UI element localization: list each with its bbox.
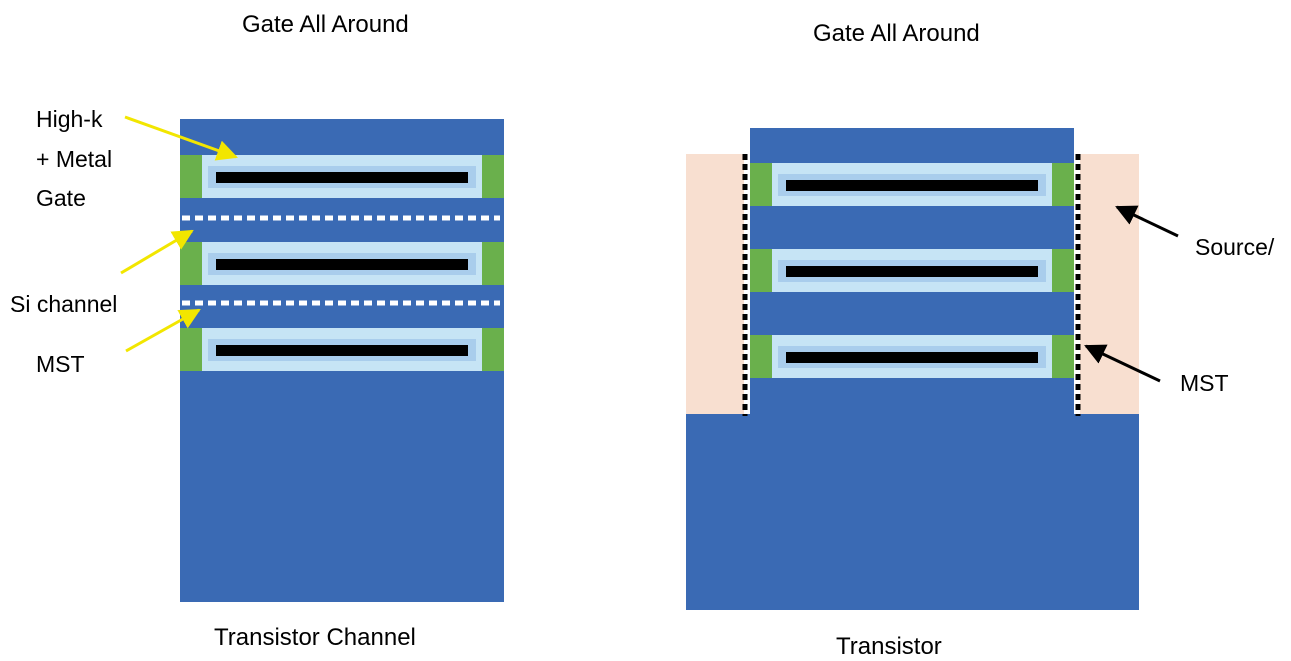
right-spacer-left <box>750 335 772 378</box>
mst-label-left: MST <box>36 351 85 377</box>
right-gate-metal <box>786 266 1038 277</box>
right-spacer-right <box>1052 249 1074 292</box>
mst-label-right: MST <box>1180 370 1229 396</box>
right-spacer-right <box>1052 335 1074 378</box>
source-arrow <box>1115 205 1179 238</box>
left-transistor-channel <box>120 115 504 602</box>
right-gate-metal <box>786 352 1038 363</box>
left-gate-stack <box>180 155 504 198</box>
right-title: Gate All Around <box>813 20 980 47</box>
high-k-label-line2: + Metal <box>36 146 113 172</box>
left-spacer-right <box>482 328 504 371</box>
left-gate-stack <box>180 328 504 371</box>
si-channel-label: Si channel <box>10 291 118 317</box>
left-gate-metal <box>216 259 468 270</box>
right-transistor <box>686 128 1179 610</box>
source-drain-left <box>686 154 744 416</box>
high-k-arrow <box>124 115 238 161</box>
high-k-label-line3: Gate <box>36 185 86 211</box>
right-substrate <box>686 414 1139 610</box>
right-spacer-left <box>750 249 772 292</box>
left-gate-stack <box>180 242 504 285</box>
left-spacer-left <box>180 242 202 285</box>
source-label: Source/ <box>1195 234 1275 260</box>
high-k-label-line1: High-k <box>36 106 103 132</box>
left-gate-metal <box>216 345 468 356</box>
left-spacer-right <box>482 242 504 285</box>
right-gate-stack <box>750 163 1074 206</box>
right-gate-metal <box>786 180 1038 191</box>
left-title: Gate All Around <box>242 11 409 38</box>
mst-arrow-right <box>1084 344 1161 383</box>
left-spacer-right <box>482 155 504 198</box>
right-caption: Transistor <box>836 633 942 660</box>
right-gate-stack <box>750 335 1074 378</box>
source-drain-right <box>1080 154 1139 416</box>
left-gate-metal <box>216 172 468 183</box>
left-caption: Transistor Channel <box>214 624 416 651</box>
right-spacer-right <box>1052 163 1074 206</box>
right-spacer-left <box>750 163 772 206</box>
left-spacer-left <box>180 328 202 371</box>
right-gate-stack <box>750 249 1074 292</box>
si-channel-arrow <box>120 229 194 275</box>
left-spacer-left <box>180 155 202 198</box>
mst-arrow-left <box>125 308 201 353</box>
